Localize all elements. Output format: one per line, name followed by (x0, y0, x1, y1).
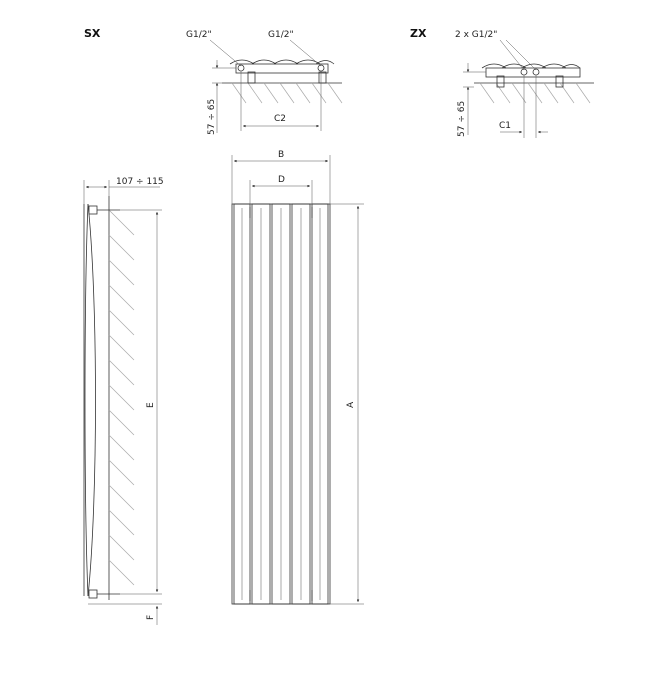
sx-depth-label: 57 ÷ 65 (207, 99, 217, 135)
sx-top-view: SX G1/2" G1/2" (84, 27, 343, 135)
sx-leader-right (289, 39, 322, 67)
zx-radiator-body (485, 67, 581, 78)
sx-radiator-body (235, 63, 329, 74)
sx-leader-left (209, 39, 242, 67)
front-tube-1 (233, 203, 251, 605)
zx-bracket-right (555, 75, 564, 88)
zx-depth-label: 57 ÷ 65 (457, 101, 467, 137)
side-lower-valve (88, 589, 98, 599)
zx-title: ZX (410, 27, 427, 40)
zx-leader-left (499, 39, 525, 71)
sx-tubes (229, 59, 335, 65)
side-upper-valve (88, 205, 98, 215)
front-pipe-distance-label: D (278, 175, 285, 185)
sx-bracket-left (247, 71, 256, 84)
side-view: 107 ÷ 115 E F (83, 177, 164, 625)
sx-bracket-right (318, 71, 327, 84)
zx-wall-hatch (479, 82, 591, 104)
sx-thread-right-label: G1/2" (268, 30, 294, 40)
side-radiator-back (84, 203, 89, 597)
side-radiator-front (87, 203, 96, 597)
side-wall-hatch (108, 209, 135, 586)
zx-top-view: ZX 2 x G1/2" 57 ÷ 65 (410, 27, 594, 138)
front-overall-width-label: B (278, 150, 284, 160)
front-tube-3 (271, 203, 291, 605)
zx-tubes (481, 63, 581, 69)
sx-spacing-label: C2 (274, 114, 286, 124)
front-view: B D A (231, 150, 364, 605)
front-tube-4 (291, 203, 311, 605)
front-tube-2 (251, 203, 271, 605)
zx-spacing-label: C1 (499, 121, 511, 131)
side-bottom-offset-label: F (146, 615, 156, 620)
sx-wall-hatch (231, 82, 343, 104)
sx-title: SX (84, 27, 101, 40)
zx-thread-label: 2 x G1/2" (455, 30, 497, 40)
side-pipe-spacing-label: E (146, 402, 156, 408)
front-overall-height-label: A (346, 401, 356, 408)
sx-thread-left-label: G1/2" (186, 30, 212, 40)
side-wall-offset-label: 107 ÷ 115 (116, 177, 164, 187)
front-tube-5 (311, 203, 329, 605)
zx-leader-right (505, 39, 537, 71)
zx-bracket-left (496, 75, 505, 88)
